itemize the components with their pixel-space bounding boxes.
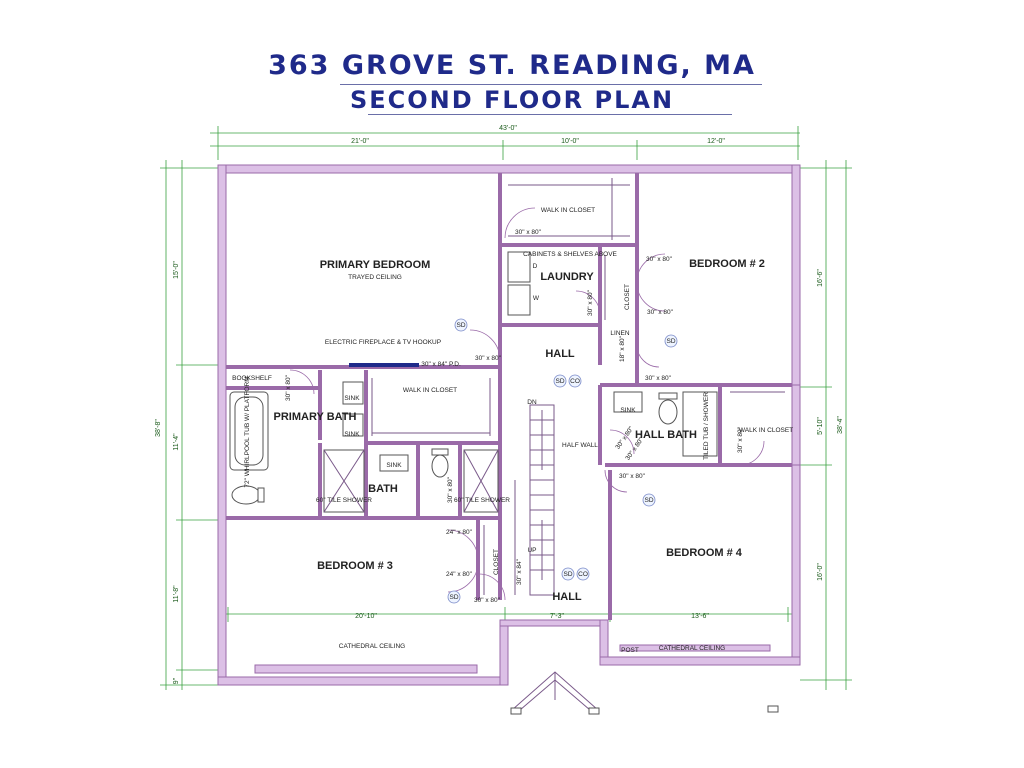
- door-closet-a: 24" x 80": [446, 529, 473, 536]
- stair-down-label: DN: [527, 399, 537, 406]
- tile-shower-left: 60" TILE SHOWER: [316, 497, 372, 504]
- dim-top-left: 21'-0": [351, 138, 369, 145]
- room-walk-in-closet-mid: WALK IN CLOSET: [403, 387, 457, 394]
- title-underline-2: [368, 114, 732, 115]
- plan-title-floor: SECOND FLOOR PLAN: [349, 86, 675, 114]
- closet-label-laundry: CLOSET: [624, 284, 631, 310]
- dim-top-right: 12'-0": [707, 138, 725, 145]
- dim-left-top: 15'-0": [173, 261, 180, 279]
- sd-label-4: SD: [644, 497, 653, 504]
- door-bath: 30" x 80": [447, 476, 454, 503]
- door-primary-bath: 30" x 80": [285, 374, 292, 401]
- dim-left-tiny: 9": [173, 677, 180, 684]
- tiled-tub-shower: TILED TUB / SHOWER: [703, 392, 710, 460]
- dim-right-mid: 5'-10": [817, 417, 824, 435]
- dim-top-mid: 10'-0": [561, 138, 579, 145]
- cathedral-ceiling-left: CATHEDRAL CEILING: [339, 643, 405, 650]
- bookshelf-label: BOOKSHELF: [232, 375, 272, 382]
- interior-walls: [226, 173, 792, 620]
- dim-right-overall: 38'-4": [837, 416, 844, 434]
- room-walk-in-closet-right: WALK IN CLOSET: [739, 427, 793, 434]
- dim-right-bot: 16'-0": [817, 563, 824, 581]
- door-primary-pd: 30" x 84" P.D.: [421, 361, 461, 368]
- door-bedroom4: 30" x 80": [619, 473, 646, 480]
- room-hall-bath: HALL BATH: [635, 429, 697, 441]
- room-hall-main: HALL: [545, 348, 575, 360]
- door-bedroom2-b: 30" x 80": [647, 309, 674, 316]
- primary-bedroom-ceiling: TRAYED CEILING: [348, 274, 402, 281]
- half-wall-label: HALF WALL: [562, 442, 598, 449]
- door-swings: [289, 207, 765, 601]
- dim-left-overall: 38'-8": [155, 419, 162, 437]
- exterior-walls: [217, 164, 801, 686]
- roof-gable: [510, 671, 779, 715]
- sd-label-6: SD: [449, 594, 458, 601]
- dimension-lines: [160, 126, 852, 690]
- door-bedroom2-a: 30" x 80": [646, 256, 673, 263]
- room-hall-lower: HALL: [552, 591, 582, 603]
- linen-label: LINEN: [610, 330, 629, 337]
- dim-right-top: 16'-6": [817, 269, 824, 287]
- title-underline-1: [340, 84, 762, 85]
- stair-up-label: UP: [527, 547, 536, 554]
- door-walk-in-right: 30" x 80": [737, 426, 744, 453]
- sd-label-2: SD: [666, 338, 675, 345]
- sink-label-4: SINK: [620, 407, 636, 414]
- door-bedroom3: 30" x 80": [474, 597, 501, 604]
- dim-bottom-right: 13'-6": [691, 613, 709, 620]
- room-primary-bedroom: PRIMARY BEDROOM: [320, 259, 431, 271]
- door-stair: 30" x 84": [516, 558, 523, 585]
- room-bedroom-4: BEDROOM # 4: [666, 547, 743, 559]
- co-label-1: CO: [570, 378, 580, 385]
- plumbing-fixtures: [229, 251, 718, 513]
- door-walk-in-closet: 30" x 80": [515, 229, 542, 236]
- sd-label-1: SD: [456, 322, 465, 329]
- door-laundry: 30" x 80": [587, 289, 594, 316]
- washer-label: W: [533, 295, 540, 302]
- dim-bottom-mid: 7'-3": [550, 613, 564, 620]
- smoke-detectors: [447, 318, 678, 604]
- closet-shelving: [371, 178, 785, 595]
- co-label-2: CO: [578, 571, 588, 578]
- room-bath: BATH: [368, 483, 398, 495]
- sink-label-3: SINK: [386, 462, 402, 469]
- post-label: POST: [621, 647, 639, 654]
- closet-label-bedroom3: CLOSET: [493, 549, 500, 575]
- whirlpool-tub-label: 72" WHIRLPOOL TUB W/ PLATFORM: [244, 376, 251, 487]
- sink-label-1: SINK: [344, 395, 360, 402]
- plan-title-address: 363 GROVE ST. READING, MA: [268, 50, 756, 81]
- sd-label-5: SD: [563, 571, 572, 578]
- door-hall-bath: 30" x 80": [645, 375, 672, 382]
- room-laundry: LAUNDRY: [540, 271, 594, 283]
- tile-shower-right: 60" TILE SHOWER: [454, 497, 510, 504]
- room-walk-in-closet-top: WALK IN CLOSET: [541, 207, 595, 214]
- door-primary-hall: 30" x 80": [475, 355, 502, 362]
- door-linen: 18" x 80": [619, 335, 626, 362]
- dim-left-bot: 11'-8": [173, 585, 180, 603]
- fireplace-bar: [349, 363, 419, 367]
- dim-overall-width: 43'-0": [499, 125, 517, 132]
- staircase: [514, 404, 555, 596]
- laundry-cabinets-note: CABINETS & SHELVES ABOVE: [523, 251, 617, 258]
- sink-label-2: SINK: [344, 431, 360, 438]
- door-closet-b: 24" x 80": [446, 571, 473, 578]
- fireplace-note: ELECTRIC FIREPLACE & TV HOOKUP: [325, 339, 441, 346]
- dim-left-mid: 11'-4": [173, 433, 180, 451]
- room-bedroom-2: BEDROOM # 2: [689, 258, 765, 270]
- dim-bottom-left: 20'-10": [355, 613, 377, 620]
- cathedral-ceiling-right: CATHEDRAL CEILING: [659, 645, 725, 652]
- room-bedroom-3: BEDROOM # 3: [317, 560, 393, 572]
- title-block: 363 GROVE ST. READING, MA SECOND FLOOR P…: [0, 0, 1024, 120]
- sd-label-3: SD: [555, 378, 564, 385]
- dryer-label: D: [533, 263, 538, 270]
- room-primary-bath: PRIMARY BATH: [274, 411, 357, 423]
